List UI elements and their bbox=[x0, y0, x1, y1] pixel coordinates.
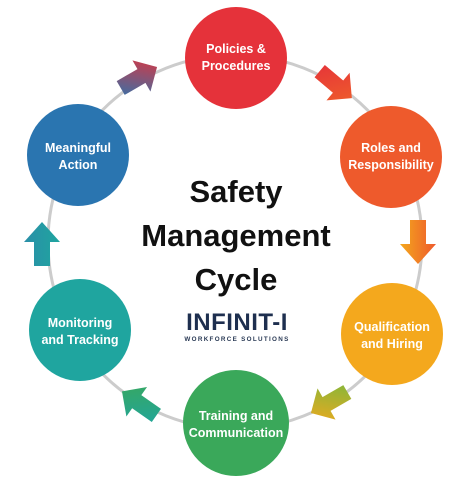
step-label-line1: Roles and bbox=[361, 141, 421, 155]
step-label-line1: Training and bbox=[199, 409, 273, 423]
step-label-line2: and Tracking bbox=[41, 333, 118, 347]
center-title: Safety Management Cycle bbox=[141, 174, 330, 297]
arrow-roles-to-qualification bbox=[400, 220, 436, 264]
arrow-qualification-to-training bbox=[310, 385, 352, 420]
step-circle bbox=[341, 283, 443, 385]
title-line2: Management bbox=[141, 218, 330, 253]
step-circle bbox=[27, 104, 129, 206]
step-meaningful-action: Meaningful Action bbox=[27, 104, 129, 206]
title-line1: Safety bbox=[189, 174, 283, 209]
step-label-line2: Procedures bbox=[202, 59, 271, 73]
arrow-training-to-monitoring bbox=[121, 386, 161, 423]
arrow-policies-to-roles bbox=[314, 65, 352, 101]
title-line3: Cycle bbox=[195, 262, 278, 297]
step-circle bbox=[340, 106, 442, 208]
step-circle bbox=[29, 279, 131, 381]
step-label-line2: Action bbox=[59, 158, 98, 172]
step-label-line1: Meaningful bbox=[45, 141, 111, 155]
step-monitoring-tracking: Monitoring and Tracking bbox=[29, 279, 131, 381]
step-training-communication: Training and Communication bbox=[183, 370, 289, 476]
step-label-line2: Responsibility bbox=[348, 158, 433, 172]
step-label-line1: Monitoring bbox=[48, 316, 113, 330]
logo-name: INFINIT-I bbox=[186, 309, 288, 336]
step-label-line1: Policies & bbox=[206, 42, 266, 56]
arrow-action-to-policies bbox=[116, 60, 158, 95]
logo-tagline: WORKFORCE SOLUTIONS bbox=[184, 336, 289, 343]
step-policies-procedures: Policies & Procedures bbox=[185, 7, 287, 109]
step-circle bbox=[183, 370, 289, 476]
step-label-line2: Communication bbox=[189, 426, 283, 440]
company-logo: INFINIT-I WORKFORCE SOLUTIONS bbox=[184, 309, 289, 343]
step-qualification-hiring: Qualification and Hiring bbox=[341, 283, 443, 385]
arrow-monitoring-to-action bbox=[24, 222, 60, 266]
step-circle bbox=[185, 7, 287, 109]
step-label-line2: and Hiring bbox=[361, 337, 423, 351]
step-label-line1: Qualification bbox=[354, 320, 430, 334]
step-roles-responsibility: Roles and Responsibility bbox=[340, 106, 442, 208]
